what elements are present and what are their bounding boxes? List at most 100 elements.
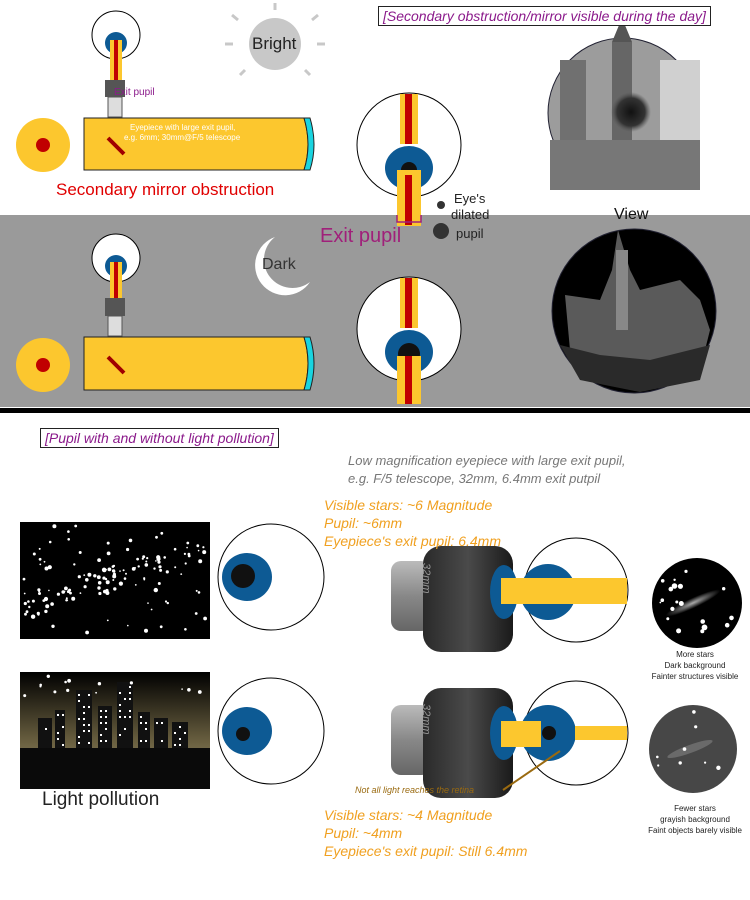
- star: [123, 577, 127, 580]
- star: [112, 579, 115, 581]
- title-day-box: [Secondary obstruction/mirror visible du…: [378, 6, 711, 26]
- window-light: [57, 738, 59, 740]
- window-light: [83, 718, 85, 720]
- window-light: [78, 736, 80, 738]
- star: [43, 560, 46, 563]
- star: [97, 558, 101, 562]
- star: [692, 710, 696, 714]
- star: [660, 579, 665, 583]
- title-pollution-box: [Pupil with and without light pollution]: [40, 428, 279, 448]
- star: [724, 622, 730, 628]
- star: [202, 546, 205, 549]
- light-pollution-label: Light pollution: [42, 789, 160, 810]
- star: [85, 578, 89, 582]
- window-light: [119, 716, 121, 718]
- star: [83, 574, 86, 576]
- star: [83, 585, 87, 589]
- window-light: [88, 730, 90, 732]
- window-light: [119, 710, 121, 712]
- small-pupil-dot: [437, 201, 445, 209]
- star: [53, 690, 57, 694]
- window-light: [62, 726, 64, 728]
- secondary-obstruction-label: Secondary mirror obstruction: [56, 180, 275, 199]
- window-light: [83, 730, 85, 732]
- window-light: [119, 734, 121, 736]
- star: [37, 613, 40, 616]
- star: [670, 606, 675, 612]
- star: [95, 691, 97, 694]
- star: [677, 583, 684, 589]
- window-light: [184, 732, 186, 734]
- star: [134, 584, 137, 586]
- dark-view-line-2: Dark background: [664, 661, 726, 670]
- star: [678, 601, 684, 606]
- window-light: [161, 740, 163, 742]
- night-view-photo: [551, 228, 717, 394]
- star: [106, 551, 111, 556]
- star: [134, 567, 137, 569]
- star: [694, 725, 698, 729]
- star: [30, 614, 36, 619]
- star: [666, 617, 670, 621]
- star: [32, 552, 36, 556]
- star: [700, 629, 705, 634]
- star: [98, 591, 102, 596]
- polluted-view-line-1: Fewer stars: [674, 804, 716, 813]
- star: [78, 551, 82, 554]
- polluted-view-line-2: grayish background: [660, 815, 730, 824]
- star: [163, 556, 166, 559]
- star: [105, 580, 110, 585]
- star: [52, 524, 57, 529]
- star: [23, 694, 27, 698]
- section-divider: [0, 408, 750, 413]
- star: [71, 596, 76, 601]
- star: [22, 577, 26, 581]
- window-light: [105, 728, 107, 730]
- star: [660, 598, 665, 602]
- star: [119, 570, 121, 572]
- star: [142, 555, 146, 559]
- window-light: [129, 710, 131, 712]
- star: [31, 599, 35, 603]
- window-light: [78, 694, 80, 696]
- night-telescope: [16, 233, 315, 392]
- star: [678, 761, 682, 765]
- star: [65, 597, 68, 600]
- day-telescope: [16, 10, 315, 172]
- dark-view-line-3: Fainter structures visible: [651, 672, 739, 681]
- dilated-pupil-dot: [433, 223, 449, 239]
- star: [181, 688, 183, 690]
- star: [659, 601, 662, 604]
- star: [87, 572, 92, 577]
- dark-sky-photo: [20, 522, 210, 639]
- star: [122, 569, 125, 572]
- day-secondary-mirror: [106, 136, 126, 156]
- star: [657, 764, 660, 767]
- dark-visible-stars: Visible stars: ~6 Magnitude: [324, 497, 493, 513]
- star: [173, 547, 177, 551]
- low-mag-line-2: e.g. F/5 telescope, 32mm, 6.4mm exit put…: [348, 471, 601, 486]
- star: [67, 538, 70, 541]
- star: [48, 540, 52, 544]
- window-light: [161, 722, 163, 724]
- window-light: [105, 740, 107, 742]
- window-light: [124, 716, 126, 718]
- eyepiece-focal-label-2: 32mm: [420, 704, 432, 735]
- window-light: [100, 740, 102, 742]
- day-primary-mirror: [303, 117, 315, 171]
- star: [159, 568, 163, 572]
- star: [187, 554, 191, 558]
- star: [165, 570, 169, 574]
- star: [44, 566, 49, 571]
- star: [150, 608, 153, 611]
- star: [143, 578, 146, 581]
- dark-label: Dark: [262, 256, 296, 273]
- eyes-dilated-line-1: Eye's: [454, 191, 486, 206]
- not-all-light-pointer: [502, 750, 561, 791]
- star: [106, 619, 109, 622]
- window-light: [105, 710, 107, 712]
- exit-pupil-label-small: Exit pupil: [114, 87, 155, 98]
- window-light: [57, 732, 59, 734]
- polluted-exit-pupil: Eyepiece's exit pupil: Still 6.4mm: [324, 843, 528, 859]
- window-light: [83, 724, 85, 726]
